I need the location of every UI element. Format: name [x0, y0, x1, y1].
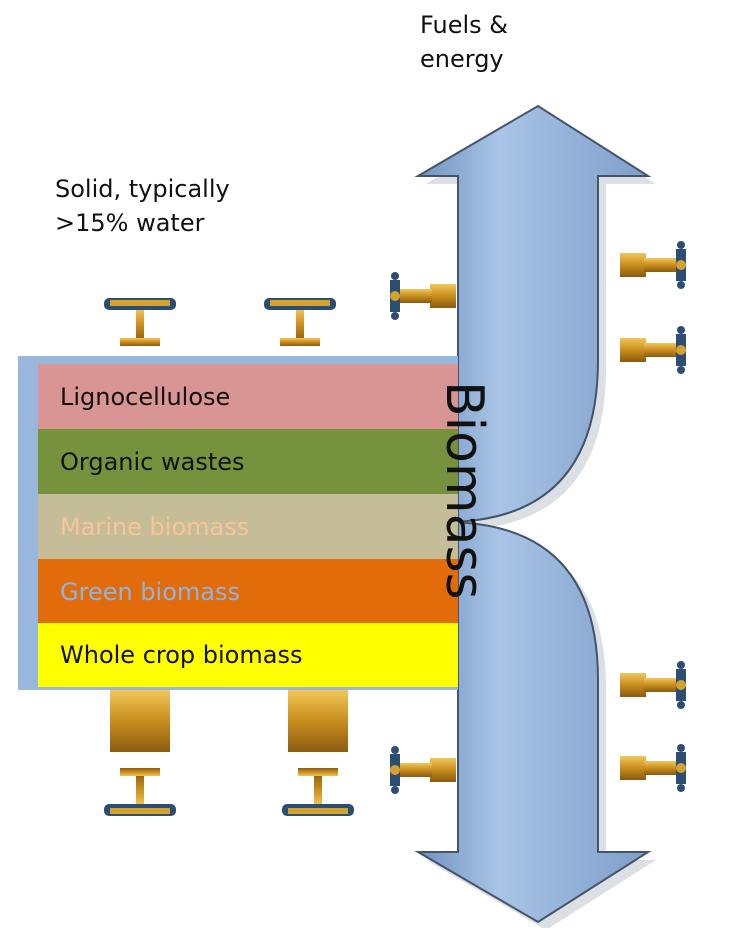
valve-icon	[104, 298, 176, 346]
valve-icon	[264, 298, 336, 346]
input-label-line1: Solid, typically	[55, 175, 230, 203]
valve-icon	[620, 326, 686, 374]
valve-icon	[390, 746, 456, 794]
category-whole-crop-biomass: Whole crop biomass	[38, 623, 458, 687]
valve-icon	[104, 768, 176, 816]
output-label-line2: energy	[420, 45, 504, 73]
valve-icon	[620, 661, 686, 709]
valve-icon	[390, 272, 456, 320]
valve-body	[110, 690, 170, 752]
pipe-label: Biomass	[434, 381, 494, 600]
valve-icon	[282, 768, 354, 816]
valve-icon	[620, 744, 686, 792]
category-green-biomass: Green biomass	[38, 559, 458, 625]
valve-icon	[620, 241, 686, 289]
output-label: Fuels & energy	[420, 8, 580, 76]
output-label-line1: Fuels &	[420, 11, 508, 39]
input-label-line2: >15% water	[55, 209, 205, 237]
category-marine-biomass: Marine biomass	[38, 494, 458, 560]
category-organic-wastes: Organic wastes	[38, 429, 458, 495]
valve-body	[288, 690, 348, 752]
category-lignocellulose: Lignocellulose	[38, 364, 458, 430]
input-label: Solid, typically >15% water	[55, 172, 315, 240]
